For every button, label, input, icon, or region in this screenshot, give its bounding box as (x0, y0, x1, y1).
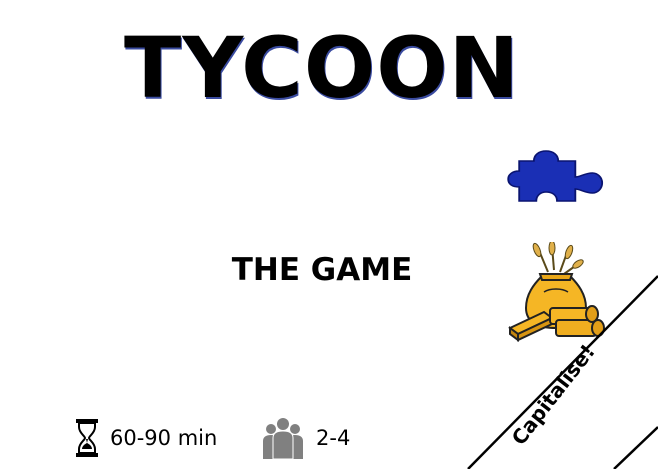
play-time-info: 60-90 min (74, 416, 217, 460)
players-icon (263, 418, 303, 459)
player-count-info: 2-4 (260, 416, 350, 460)
hourglass-icon (76, 419, 98, 457)
game-subtitle: THE GAME (231, 252, 413, 288)
game-title: TYCOON (124, 19, 520, 117)
money-sack-icon (508, 242, 605, 342)
play-time-value: 60-90 min (110, 426, 218, 450)
player-count-value: 2-4 (316, 426, 351, 450)
puzzle-piece-icon (507, 150, 604, 202)
